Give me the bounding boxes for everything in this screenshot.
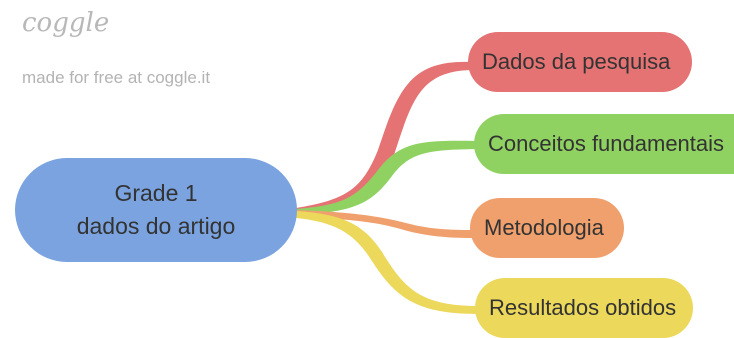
branch-connector-1 bbox=[296, 61, 470, 214]
node-label: Dados da pesquisa bbox=[482, 49, 671, 74]
node-label: Resultados obtidos bbox=[489, 295, 677, 320]
node-label: Conceitos fundamentais bbox=[488, 131, 725, 156]
central-node-title: Grade 1 bbox=[114, 180, 198, 206]
branch-connector-4 bbox=[296, 211, 478, 314]
node-resultados-obtidos[interactable]: Resultados obtidos bbox=[475, 278, 693, 338]
central-node[interactable]: Grade 1 dados do artigo bbox=[15, 158, 297, 262]
branch-connector-3 bbox=[296, 210, 472, 238]
coggle-logo: coggle bbox=[22, 8, 110, 38]
node-metodologia[interactable]: Metodologia bbox=[470, 198, 624, 258]
watermark-tagline: made for free at coggle.it bbox=[22, 68, 211, 87]
node-label: Metodologia bbox=[484, 215, 604, 240]
node-conceitos-fundamentais[interactable]: Conceitos fundamentais bbox=[474, 114, 734, 174]
central-node-subtitle: dados do artigo bbox=[76, 213, 236, 239]
node-dados-da-pesquisa[interactable]: Dados da pesquisa bbox=[468, 32, 692, 92]
branch-connector-2 bbox=[296, 140, 476, 215]
